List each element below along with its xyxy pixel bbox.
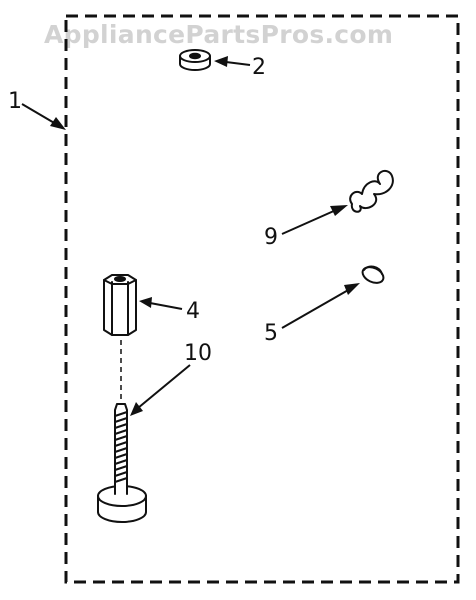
callout-5-arrowhead	[344, 283, 360, 295]
washer-part	[179, 49, 211, 71]
clip-part	[361, 265, 385, 284]
nut-bore	[114, 276, 126, 282]
callout-4-label: 4	[186, 299, 200, 324]
callout-2-arrowhead	[214, 56, 228, 67]
spring-part	[349, 169, 394, 213]
callout-9-label: 9	[264, 225, 278, 250]
clip-inner	[363, 265, 383, 275]
stud-neck-mask	[115, 484, 127, 495]
nut-outline	[103, 274, 137, 336]
callout-5: 5	[264, 283, 360, 346]
spring-shape	[349, 169, 394, 213]
washer-top	[179, 49, 211, 63]
stud-threads	[114, 411, 128, 483]
callout-9-leader	[281, 209, 337, 235]
kit-boundary	[64, 14, 460, 584]
callout-1: 1	[8, 89, 66, 130]
callout-9: 9	[264, 205, 348, 250]
clip-outer	[361, 266, 385, 284]
callout-10-arrowhead	[130, 402, 143, 416]
nut-top-facet	[103, 279, 137, 285]
callout-1-leader	[21, 103, 57, 125]
callout-2-leader	[225, 61, 251, 66]
callout-4: 4	[139, 297, 200, 324]
callout-4-arrowhead	[139, 297, 152, 308]
watermark-text: AppliancePartsPros.com	[44, 20, 393, 49]
callout-10: 10	[130, 341, 212, 416]
stud-base-side	[97, 495, 147, 523]
washer-side	[179, 55, 211, 71]
callout-5-leader	[281, 288, 351, 329]
callout-5-label: 5	[264, 321, 278, 346]
callout-9-arrowhead	[330, 205, 348, 216]
stud-part	[97, 403, 147, 523]
callout-4-leader	[149, 302, 183, 310]
callout-2: 2	[214, 55, 266, 80]
coupling-nut-part	[103, 274, 137, 336]
callout-10-leader	[137, 364, 191, 409]
callout-2-label: 2	[252, 55, 266, 80]
callout-1-arrowhead	[50, 117, 66, 130]
callout-10-label: 10	[184, 341, 212, 366]
callout-1-label: 1	[8, 89, 22, 114]
washer-hole	[189, 52, 201, 60]
